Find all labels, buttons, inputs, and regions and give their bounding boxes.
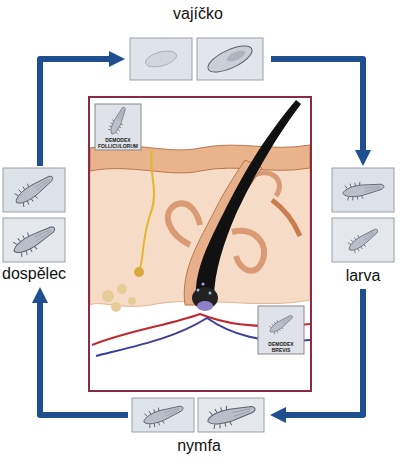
inset-caption-box: DEMODEX FOLLICULORUM bbox=[96, 137, 140, 149]
stage-label: nymfa bbox=[128, 436, 270, 455]
species-label: DEMODEX BREVIS bbox=[259, 341, 303, 353]
frame bbox=[89, 97, 311, 391]
inset-photo bbox=[95, 104, 141, 150]
micro-photo bbox=[3, 168, 65, 212]
micro-photo bbox=[332, 168, 394, 212]
stage-label: larva bbox=[328, 266, 398, 285]
stage-label: dospělec bbox=[2, 264, 92, 283]
species-label: DEMODEX FOLLICULORUM bbox=[96, 137, 140, 149]
micro-photo bbox=[332, 218, 394, 262]
cycle-arrow bbox=[278, 289, 363, 415]
cycle-arrow bbox=[40, 59, 117, 166]
stage-node: dospělec bbox=[2, 166, 92, 287]
inset-caption-box: DEMODEX BREVIS bbox=[259, 341, 303, 353]
micro-photo bbox=[198, 398, 264, 432]
cycle-arrow bbox=[271, 59, 363, 158]
inset-photo bbox=[258, 306, 304, 354]
cycle-arrow bbox=[40, 295, 128, 415]
micro-photo bbox=[197, 38, 263, 80]
stage-label: vajíčko bbox=[125, 4, 271, 23]
micro-photo bbox=[3, 218, 65, 262]
stage-node: larva bbox=[328, 166, 398, 289]
micro-photo bbox=[132, 398, 194, 432]
stage-node: vajíčko bbox=[125, 4, 271, 84]
stage-node: nymfa bbox=[128, 396, 270, 459]
micro-photo bbox=[130, 38, 192, 80]
skin-section bbox=[90, 100, 310, 356]
